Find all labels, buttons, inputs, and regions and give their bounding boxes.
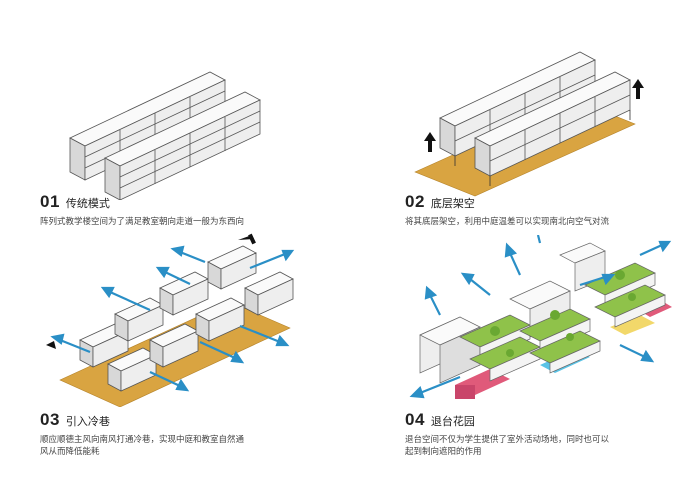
wind-arrows [50, 245, 295, 392]
panel-01-diagram [40, 40, 300, 200]
caption-01: 01 传统模式 阵列式教学楼空间为了满足教室朝向走道一般为东西向 [40, 192, 245, 227]
tree-icons [490, 270, 636, 357]
wind-arrows [409, 235, 672, 399]
up-arrow-icon [424, 132, 436, 152]
terraced-building-left [419, 314, 541, 384]
wind-direction-arrow-icon [46, 233, 256, 349]
terraced-building-middle [509, 280, 601, 374]
panel-02-diagram [405, 40, 665, 200]
panel-number: 03 [40, 410, 60, 429]
building-block-row-front [107, 271, 294, 392]
panel-number: 01 [40, 192, 60, 211]
up-arrow-icon [632, 79, 644, 99]
panel-description: 退台空间不仅为学生提供了室外活动场地，同时也可以起到制向遮阳的作用 [405, 434, 610, 456]
panel-title: 传统模式 [65, 198, 110, 210]
panel-description: 顺应顺德主风向南风打通冷巷，实现中庭和教室自然通风从而降低能耗 [40, 434, 245, 456]
pink-base-box [455, 385, 475, 399]
panel-04-diagram [400, 235, 680, 410]
building-bar-front [104, 91, 261, 200]
yellow-base-box [610, 315, 655, 335]
panel-number: 02 [405, 192, 425, 211]
building-bar-front [474, 71, 631, 186]
panel-title: 退台花园 [430, 416, 475, 428]
panel-description: 将其底层架空，利用中庭温差可以实现南北向空气对流 [405, 216, 610, 226]
panel-number: 04 [405, 410, 425, 429]
panel-title: 引入冷巷 [65, 416, 110, 428]
panel-title: 底层架空 [430, 198, 475, 210]
caption-03: 03 引入冷巷 顺应顺德主风向南风打通冷巷，实现中庭和教室自然通风从而降低能耗 [40, 410, 245, 457]
caption-02: 02 底层架空 将其底层架空，利用中庭温差可以实现南北向空气对流 [405, 192, 610, 227]
panel-03-diagram [40, 232, 300, 407]
panel-description: 阵列式教学楼空间为了满足教室朝向走道一般为东西向 [40, 216, 245, 226]
terraced-building-right [559, 242, 666, 328]
caption-04: 04 退台花园 退台空间不仅为学生提供了室外活动场地，同时也可以起到制向遮阳的作… [405, 410, 610, 457]
building-block-row-back [79, 245, 257, 368]
